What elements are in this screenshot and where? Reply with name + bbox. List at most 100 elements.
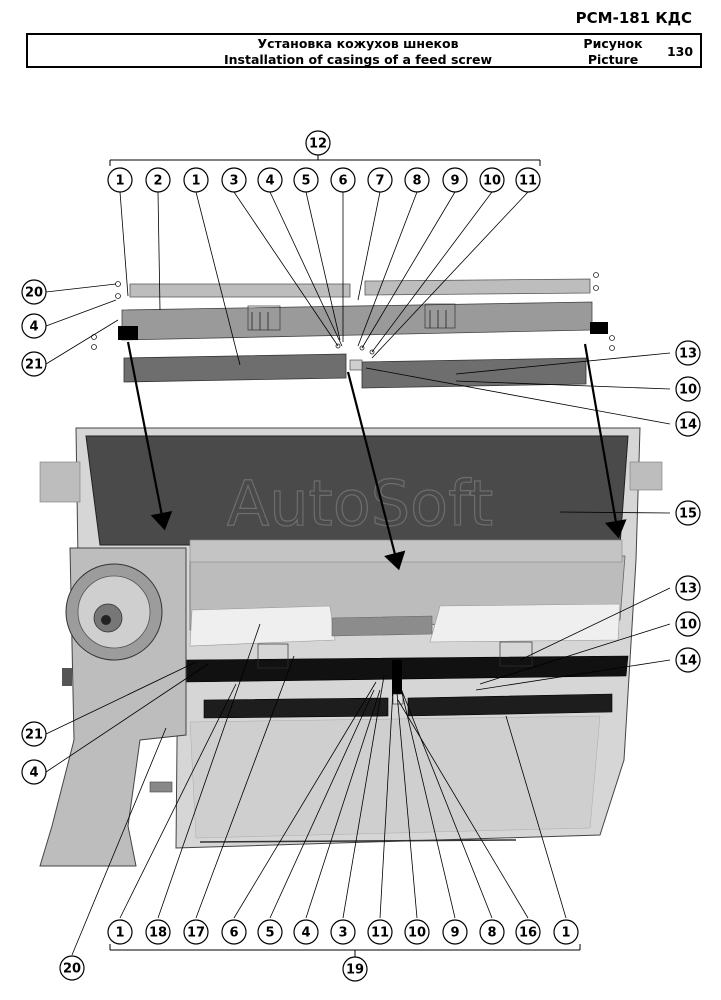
callout-top: 5 — [293, 167, 319, 193]
callout-top: 8 — [404, 167, 430, 193]
callout-label: 1 — [115, 174, 124, 189]
title-en: Installation of casings of a feed screw — [224, 52, 492, 67]
callout-label: 16 — [519, 926, 537, 941]
callout-label: 4 — [29, 320, 38, 335]
callout-left: 20 — [59, 955, 85, 981]
callout-bottom: 3 — [330, 919, 356, 945]
callout-label: 10 — [679, 383, 697, 398]
callout-label: 6 — [338, 174, 347, 189]
callout-right: 13 — [675, 340, 701, 366]
callout-top: 1 — [107, 167, 133, 193]
callout-right: 10 — [675, 376, 701, 402]
callout-bottom: 4 — [293, 919, 319, 945]
callout-label: 2 — [153, 174, 162, 189]
callout-label: 15 — [679, 507, 697, 522]
callout-label: 14 — [679, 654, 697, 669]
callout-label: 14 — [679, 418, 697, 433]
callout-group-bottom: 19 — [342, 956, 368, 982]
callout-label: 19 — [346, 963, 364, 978]
callout-label: 8 — [412, 174, 421, 189]
callout-group-top: 12 — [305, 130, 331, 156]
callout-bottom: 17 — [183, 919, 209, 945]
callout-top: 2 — [145, 167, 171, 193]
callout-label: 1 — [561, 926, 570, 941]
callout-label: 4 — [29, 766, 38, 781]
group-bracket-top — [109, 155, 541, 166]
callout-label: 9 — [450, 926, 459, 941]
callout-bottom: 18 — [145, 919, 171, 945]
callout-label: 21 — [25, 728, 43, 743]
callout-label: 17 — [187, 926, 205, 941]
callout-label: 20 — [25, 286, 43, 301]
group-bracket-bottom — [109, 944, 581, 957]
title-text: Установка кожухов шнеков Installation of… — [158, 36, 558, 68]
callout-bottom: 9 — [442, 919, 468, 945]
title-ru: Установка кожухов шнеков — [257, 36, 459, 51]
callout-label: 9 — [450, 174, 459, 189]
callout-bottom: 1 — [553, 919, 579, 945]
callout-label: 12 — [309, 137, 327, 152]
upper-mounting-bar — [118, 301, 608, 341]
figure-number: 130 — [666, 44, 694, 59]
callout-right: 15 — [675, 500, 701, 526]
callout-label: 4 — [301, 926, 310, 941]
callout-top: 9 — [442, 167, 468, 193]
model-designation: РСМ-181 КДС — [575, 9, 692, 27]
callout-top: 4 — [257, 167, 283, 193]
callout-label: 13 — [679, 582, 697, 597]
callout-label: 11 — [519, 174, 537, 189]
callout-left: 20 — [21, 279, 47, 305]
callout-top: 11 — [515, 167, 541, 193]
upper-casing-cover — [129, 278, 591, 298]
callout-top: 7 — [367, 167, 393, 193]
callout-left: 4 — [21, 759, 47, 785]
callout-label: 3 — [338, 926, 347, 941]
callout-bottom: 1 — [107, 919, 133, 945]
assembly-arrows — [126, 341, 627, 571]
callout-label: 1 — [115, 926, 124, 941]
callout-label: 8 — [487, 926, 496, 941]
callout-label: 13 — [679, 347, 697, 362]
callout-top: 10 — [479, 167, 505, 193]
callout-label: 4 — [265, 174, 274, 189]
callout-top: 3 — [221, 167, 247, 193]
figure-label: Рисунок Picture — [568, 36, 658, 68]
callout-bottom: 16 — [515, 919, 541, 945]
callout-right: 14 — [675, 411, 701, 437]
callout-label: 10 — [483, 174, 501, 189]
watermark: AutoSoft — [227, 467, 493, 540]
callout-right: 14 — [675, 647, 701, 673]
callout-bottom: 6 — [221, 919, 247, 945]
callout-bottom: 5 — [257, 919, 283, 945]
callout-bottom: 10 — [404, 919, 430, 945]
callout-label: 1 — [191, 174, 200, 189]
upper-casing-panels — [123, 353, 587, 389]
housing-body — [39, 427, 663, 849]
figure-label-en: Picture — [587, 52, 639, 67]
title-block: Установка кожухов шнеков Installation of… — [26, 33, 702, 68]
callout-top: 1 — [183, 167, 209, 193]
callout-right: 10 — [675, 611, 701, 637]
callout-label: 21 — [25, 358, 43, 373]
callout-label: 3 — [229, 174, 238, 189]
leader-lines — [45, 191, 671, 956]
callout-label: 18 — [149, 926, 167, 941]
callout-label: 5 — [265, 926, 274, 941]
blower-housing — [39, 547, 187, 867]
figure-label-ru: Рисунок — [583, 36, 643, 51]
callout-label: 5 — [301, 174, 310, 189]
callout-bottom: 8 — [479, 919, 505, 945]
callout-left: 21 — [21, 721, 47, 747]
small-fasteners — [91, 272, 615, 355]
callout-label: 20 — [63, 962, 81, 977]
callout-bottom: 11 — [367, 919, 393, 945]
callout-label: 10 — [679, 618, 697, 633]
callout-label: 6 — [229, 926, 238, 941]
callout-left: 4 — [21, 313, 47, 339]
callout-label: 11 — [371, 926, 389, 941]
callout-label: 10 — [408, 926, 426, 941]
callout-left: 21 — [21, 351, 47, 377]
callout-right: 13 — [675, 575, 701, 601]
